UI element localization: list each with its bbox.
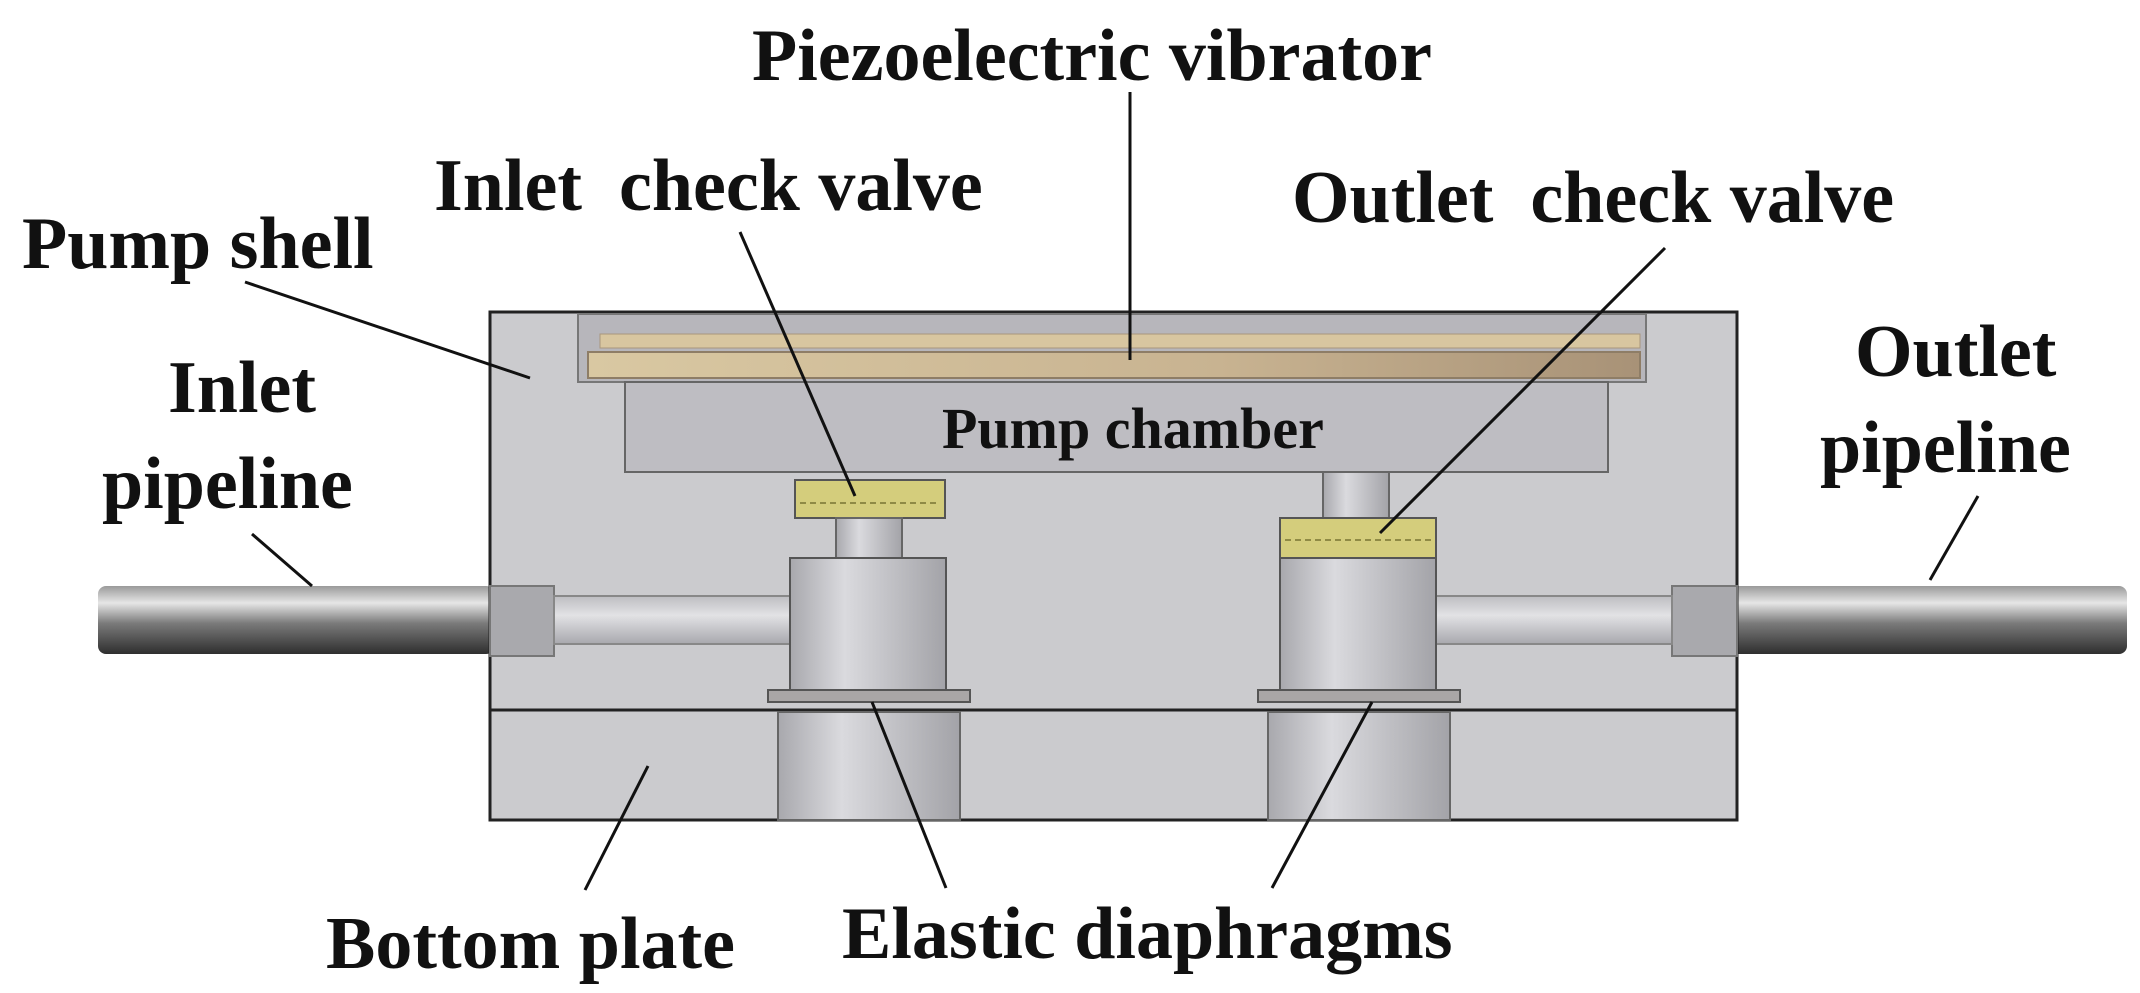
- label-pump-shell: Pump shell: [22, 203, 374, 285]
- leader-elastic-diaphragm-right: [1270, 701, 1374, 889]
- outlet-coupler: [1671, 585, 1738, 657]
- pump-chamber: [624, 381, 1609, 473]
- leader-inlet-pipeline: [251, 532, 313, 588]
- leader-outlet-pipeline: [1928, 495, 1980, 581]
- outlet-diaphragm-well: [1267, 711, 1451, 821]
- label-outlet-check-valve: Outlet check valve: [1292, 157, 1894, 239]
- leader-outlet-check-valve: [1378, 246, 1667, 535]
- bottom-plate: [488, 708, 1739, 822]
- outlet-valve-body: [1279, 557, 1437, 693]
- outlet-valve-disc: [1279, 517, 1437, 559]
- label-inlet-check-valve: Inlet check valve: [434, 145, 983, 227]
- label-bottom-plate: Bottom plate: [326, 903, 735, 985]
- inlet-valve-body: [789, 557, 947, 693]
- inlet-channel: [553, 595, 795, 645]
- inlet-diaphragm: [767, 689, 971, 703]
- inlet-coupler: [489, 585, 555, 657]
- leader-pump-shell: [244, 280, 531, 380]
- label-outlet-pipeline-line1: Outlet: [1855, 311, 2057, 393]
- label-inlet-pipeline-line2: pipeline: [102, 443, 353, 525]
- inlet-valve-stem: [835, 517, 903, 559]
- leader-inlet-check-valve: [738, 231, 857, 497]
- leader-elastic-diaphragm-left: [870, 701, 948, 889]
- outlet-valve-stem: [1322, 471, 1390, 519]
- outlet-channel: [1432, 595, 1673, 645]
- leader-bottom-plate: [583, 765, 650, 891]
- piezo-plate: [587, 351, 1641, 379]
- label-inlet-pipeline-line1: Inlet: [168, 347, 316, 429]
- inlet-pipe: [98, 586, 494, 654]
- label-pump-chamber: Pump chamber: [942, 396, 1324, 461]
- label-elastic-diaphragms: Elastic diaphragms: [842, 893, 1453, 975]
- inlet-diaphragm-well: [777, 711, 961, 821]
- outlet-pipe: [1724, 586, 2127, 654]
- inlet-valve-disc: [794, 479, 946, 519]
- outlet-diaphragm: [1257, 689, 1461, 703]
- label-piezoelectric-vibrator: Piezoelectric vibrator: [752, 15, 1432, 97]
- label-outlet-pipeline-line2: pipeline: [1820, 407, 2071, 489]
- piezo-disc: [599, 333, 1641, 349]
